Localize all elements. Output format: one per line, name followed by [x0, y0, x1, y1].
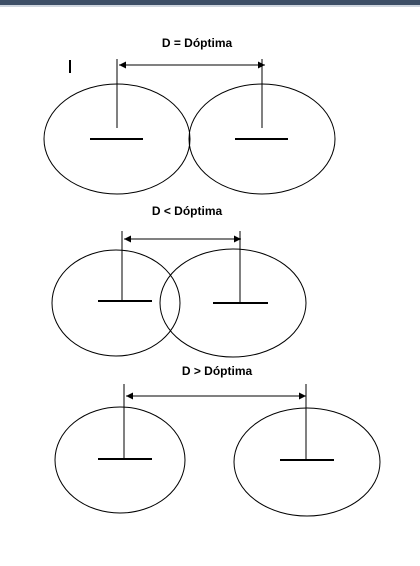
coverage-ellipse-left	[51, 249, 181, 357]
coverage-ellipse-right	[233, 407, 381, 517]
diagram-equal: D = Dóptima	[43, 36, 336, 195]
diagram-label: D > Dóptima	[182, 364, 253, 378]
diagram-less: D < Dóptima	[51, 204, 307, 358]
coverage-ellipse-right	[159, 248, 307, 358]
window-frame-top	[0, 0, 420, 5]
coverage-ellipse-left	[54, 406, 186, 514]
diagram-label: D = Dóptima	[162, 36, 233, 50]
diagram-label: D < Dóptima	[152, 204, 223, 218]
diagram-greater: D > Dóptima	[54, 364, 381, 517]
window-frame-highlight	[0, 5, 420, 7]
